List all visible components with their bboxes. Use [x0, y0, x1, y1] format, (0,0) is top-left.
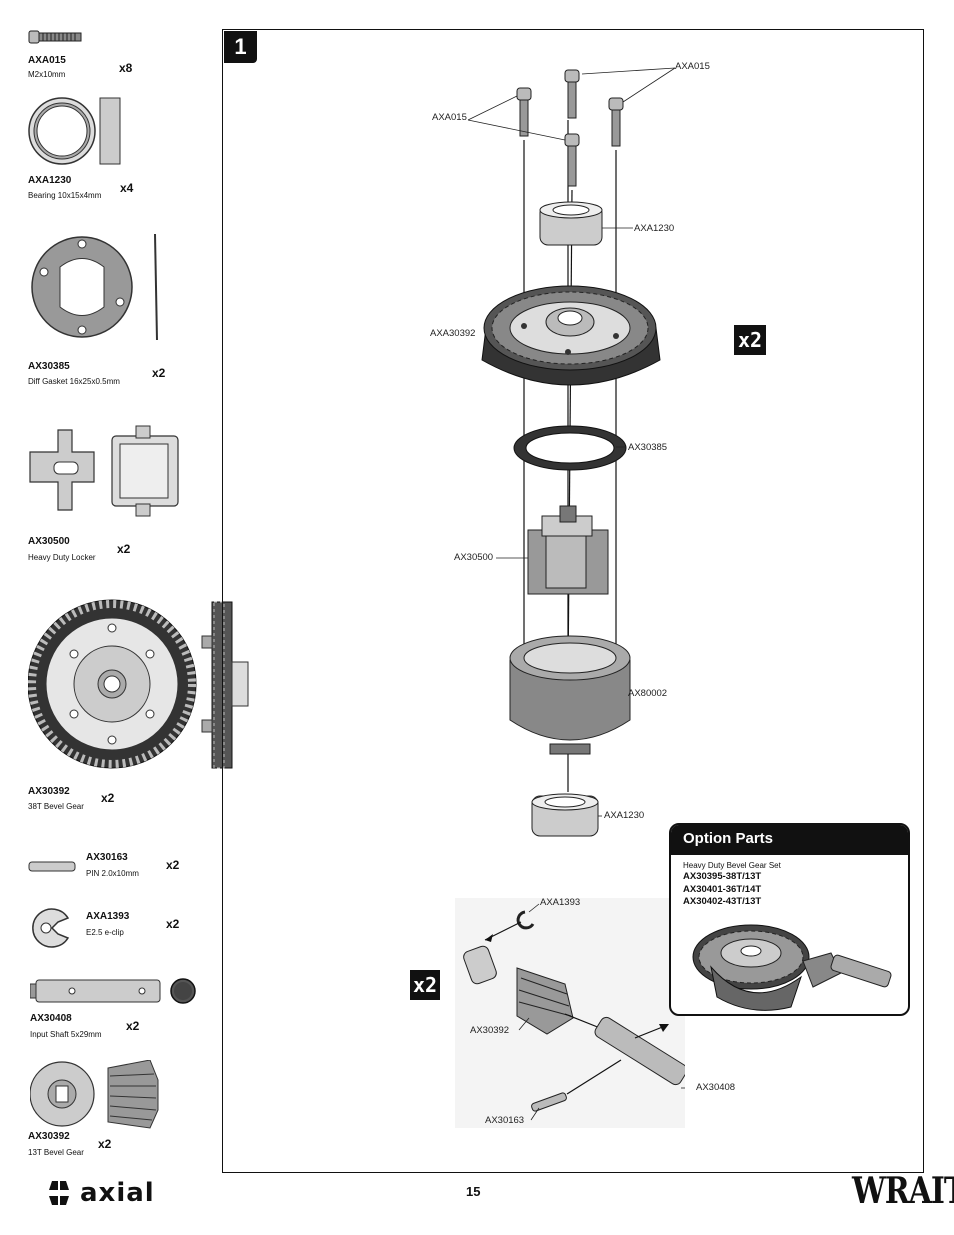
option-parts-title: Option Parts	[671, 825, 908, 855]
part-desc: M2x10mm	[28, 70, 66, 79]
part-qty: x2	[117, 542, 131, 556]
part-code: AXA1393	[86, 911, 130, 922]
part-qty: x2	[166, 917, 180, 931]
part-qty: x4	[120, 181, 134, 195]
part-code: AX30392	[28, 786, 70, 797]
callout-axa1393: AXA1393	[540, 897, 581, 908]
part-qty: x2	[166, 858, 180, 872]
callout-axa015: AXA015	[432, 112, 467, 123]
callout-axa015: AXA015	[675, 61, 710, 72]
part-code: AX30392	[28, 1131, 70, 1142]
callout-ax30385: AX30385	[628, 442, 668, 453]
input-shaft-icon	[30, 978, 196, 1004]
part-desc: Bearing 10x15x4mm	[28, 191, 102, 200]
part-code: AXA015	[28, 55, 66, 66]
bearing-bottom	[531, 793, 599, 837]
pin-icon	[28, 861, 76, 872]
callout-ax30392: AX30392	[470, 1025, 510, 1036]
part-desc: 38T Bevel Gear	[28, 802, 84, 811]
callout-axa1230: AXA1230	[634, 223, 675, 234]
part-qty: x2	[126, 1019, 140, 1033]
screw-icon	[28, 30, 82, 44]
axial-wordmark: axial	[80, 1178, 155, 1208]
step-number: 1	[224, 31, 257, 63]
pinion-exploded-view	[455, 898, 685, 1128]
locker	[527, 505, 609, 595]
part-desc: E2.5 e-clip	[86, 928, 124, 937]
part-qty: x2	[152, 366, 166, 380]
part-qty: x8	[119, 61, 133, 75]
part-code: AX30163	[86, 852, 128, 863]
step-frame	[222, 29, 924, 1173]
bearing-icon	[28, 97, 121, 165]
callout-ax30408: AX30408	[696, 1082, 736, 1093]
part-desc: Input Shaft 5x29mm	[30, 1030, 102, 1039]
option-item: AX30401-36T/14T	[683, 883, 762, 895]
part-code: AX30500	[28, 536, 70, 547]
part-qty: x2	[98, 1137, 112, 1151]
ring-gear	[481, 285, 661, 386]
axial-emblem-icon	[49, 1181, 69, 1205]
axial-logo: axial	[44, 1178, 155, 1208]
gasket-icon	[31, 233, 158, 341]
page-number: 15	[466, 1184, 481, 1199]
diff-exploded-view	[467, 67, 676, 837]
ring-gear-icon	[28, 599, 249, 769]
part-qty: x2	[101, 791, 115, 805]
locker-icon	[29, 425, 179, 517]
bevel-gear-set-icon	[692, 924, 892, 1011]
diff-case	[509, 635, 631, 755]
option-parts-box: Option Parts Heavy Duty Bevel Gear Set A…	[669, 823, 910, 1016]
diff-multiplier-badge: x2	[734, 325, 766, 355]
pinion-gear-icon	[30, 1060, 159, 1129]
screw-group	[516, 69, 624, 187]
part-desc: Diff Gasket 16x25x0.5mm	[28, 377, 120, 386]
pinion-multiplier-badge: x2	[410, 970, 440, 1000]
callout-ax30163: AX30163	[485, 1115, 525, 1126]
callout-ax30500: AX30500	[454, 552, 494, 563]
part-desc: Heavy Duty Locker	[28, 553, 96, 562]
callout-axa30392: AXA30392	[430, 328, 476, 339]
option-item: AX30402-43T/13T	[683, 896, 762, 907]
gasket	[513, 425, 627, 471]
option-parts-subtitle: Heavy Duty Bevel Gear Set	[683, 861, 781, 870]
part-code: AX30385	[28, 361, 70, 372]
option-item: AX30395-38T/13T	[683, 871, 762, 882]
part-desc: PIN 2.0x10mm	[86, 869, 139, 878]
part-code: AX30408	[30, 1013, 72, 1024]
e-clip-icon	[32, 908, 70, 948]
bearing-top	[539, 201, 603, 246]
part-code: AXA1230	[28, 175, 72, 186]
wraith-logo: WRAITH	[852, 1170, 954, 1213]
part-desc: 13T Bevel Gear	[28, 1148, 84, 1157]
callout-ax80002: AX80002	[628, 688, 668, 699]
callout-axa1230: AXA1230	[604, 810, 645, 821]
